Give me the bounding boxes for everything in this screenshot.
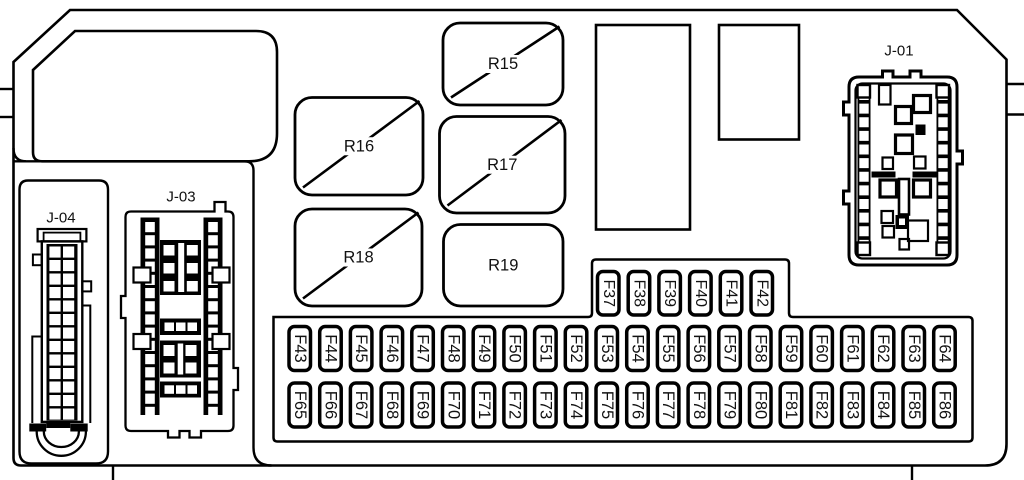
svg-text:F59: F59 [782, 334, 800, 362]
svg-text:F60: F60 [813, 334, 831, 362]
svg-text:F56: F56 [690, 334, 708, 362]
svg-text:F40: F40 [692, 279, 709, 307]
svg-text:R16: R16 [344, 137, 374, 155]
svg-text:F72: F72 [506, 391, 524, 419]
svg-text:F53: F53 [598, 334, 616, 362]
svg-text:R17: R17 [487, 156, 517, 174]
svg-text:F86: F86 [935, 391, 953, 419]
svg-text:F85: F85 [905, 391, 923, 419]
svg-text:F77: F77 [659, 391, 677, 419]
svg-text:F57: F57 [721, 334, 739, 362]
svg-text:F67: F67 [352, 391, 370, 419]
svg-text:J-04: J-04 [46, 210, 75, 227]
svg-text:F41: F41 [723, 279, 740, 307]
svg-text:F70: F70 [444, 391, 462, 419]
svg-text:F84: F84 [874, 391, 892, 419]
svg-text:R18: R18 [343, 249, 373, 267]
svg-text:F65: F65 [291, 391, 309, 419]
svg-text:F44: F44 [321, 334, 339, 362]
svg-text:F49: F49 [475, 334, 493, 362]
svg-text:F54: F54 [628, 334, 646, 362]
svg-text:F46: F46 [383, 334, 401, 362]
svg-text:F52: F52 [567, 334, 585, 362]
svg-text:F83: F83 [843, 391, 861, 419]
svg-text:F71: F71 [475, 391, 493, 419]
svg-text:F74: F74 [567, 391, 585, 419]
svg-text:F79: F79 [721, 391, 739, 419]
svg-text:F50: F50 [506, 334, 524, 362]
svg-text:F78: F78 [690, 391, 708, 419]
svg-text:F47: F47 [414, 334, 432, 362]
svg-text:F68: F68 [383, 391, 401, 419]
svg-text:F42: F42 [753, 279, 770, 307]
svg-text:F62: F62 [874, 334, 892, 362]
svg-text:F63: F63 [905, 334, 923, 362]
svg-text:F58: F58 [751, 334, 769, 362]
svg-text:F37: F37 [600, 279, 617, 307]
svg-text:F43: F43 [291, 334, 309, 362]
svg-text:F38: F38 [630, 279, 647, 307]
svg-text:F51: F51 [536, 334, 554, 362]
svg-text:F45: F45 [352, 334, 370, 362]
svg-text:F48: F48 [444, 334, 462, 362]
svg-text:J-03: J-03 [166, 189, 195, 206]
svg-text:F82: F82 [813, 391, 831, 419]
svg-text:F75: F75 [598, 391, 616, 419]
svg-text:R15: R15 [488, 55, 518, 73]
svg-text:F39: F39 [661, 279, 678, 307]
svg-text:F81: F81 [782, 391, 800, 419]
svg-text:F61: F61 [843, 334, 861, 362]
svg-text:F66: F66 [321, 391, 339, 419]
svg-text:F55: F55 [659, 334, 677, 362]
svg-text:R19: R19 [488, 256, 518, 274]
svg-text:F64: F64 [935, 334, 953, 362]
svg-text:J-01: J-01 [884, 43, 913, 60]
svg-text:F73: F73 [536, 391, 554, 419]
svg-text:F80: F80 [751, 391, 769, 419]
svg-text:F76: F76 [628, 391, 646, 419]
svg-text:F69: F69 [414, 391, 432, 419]
